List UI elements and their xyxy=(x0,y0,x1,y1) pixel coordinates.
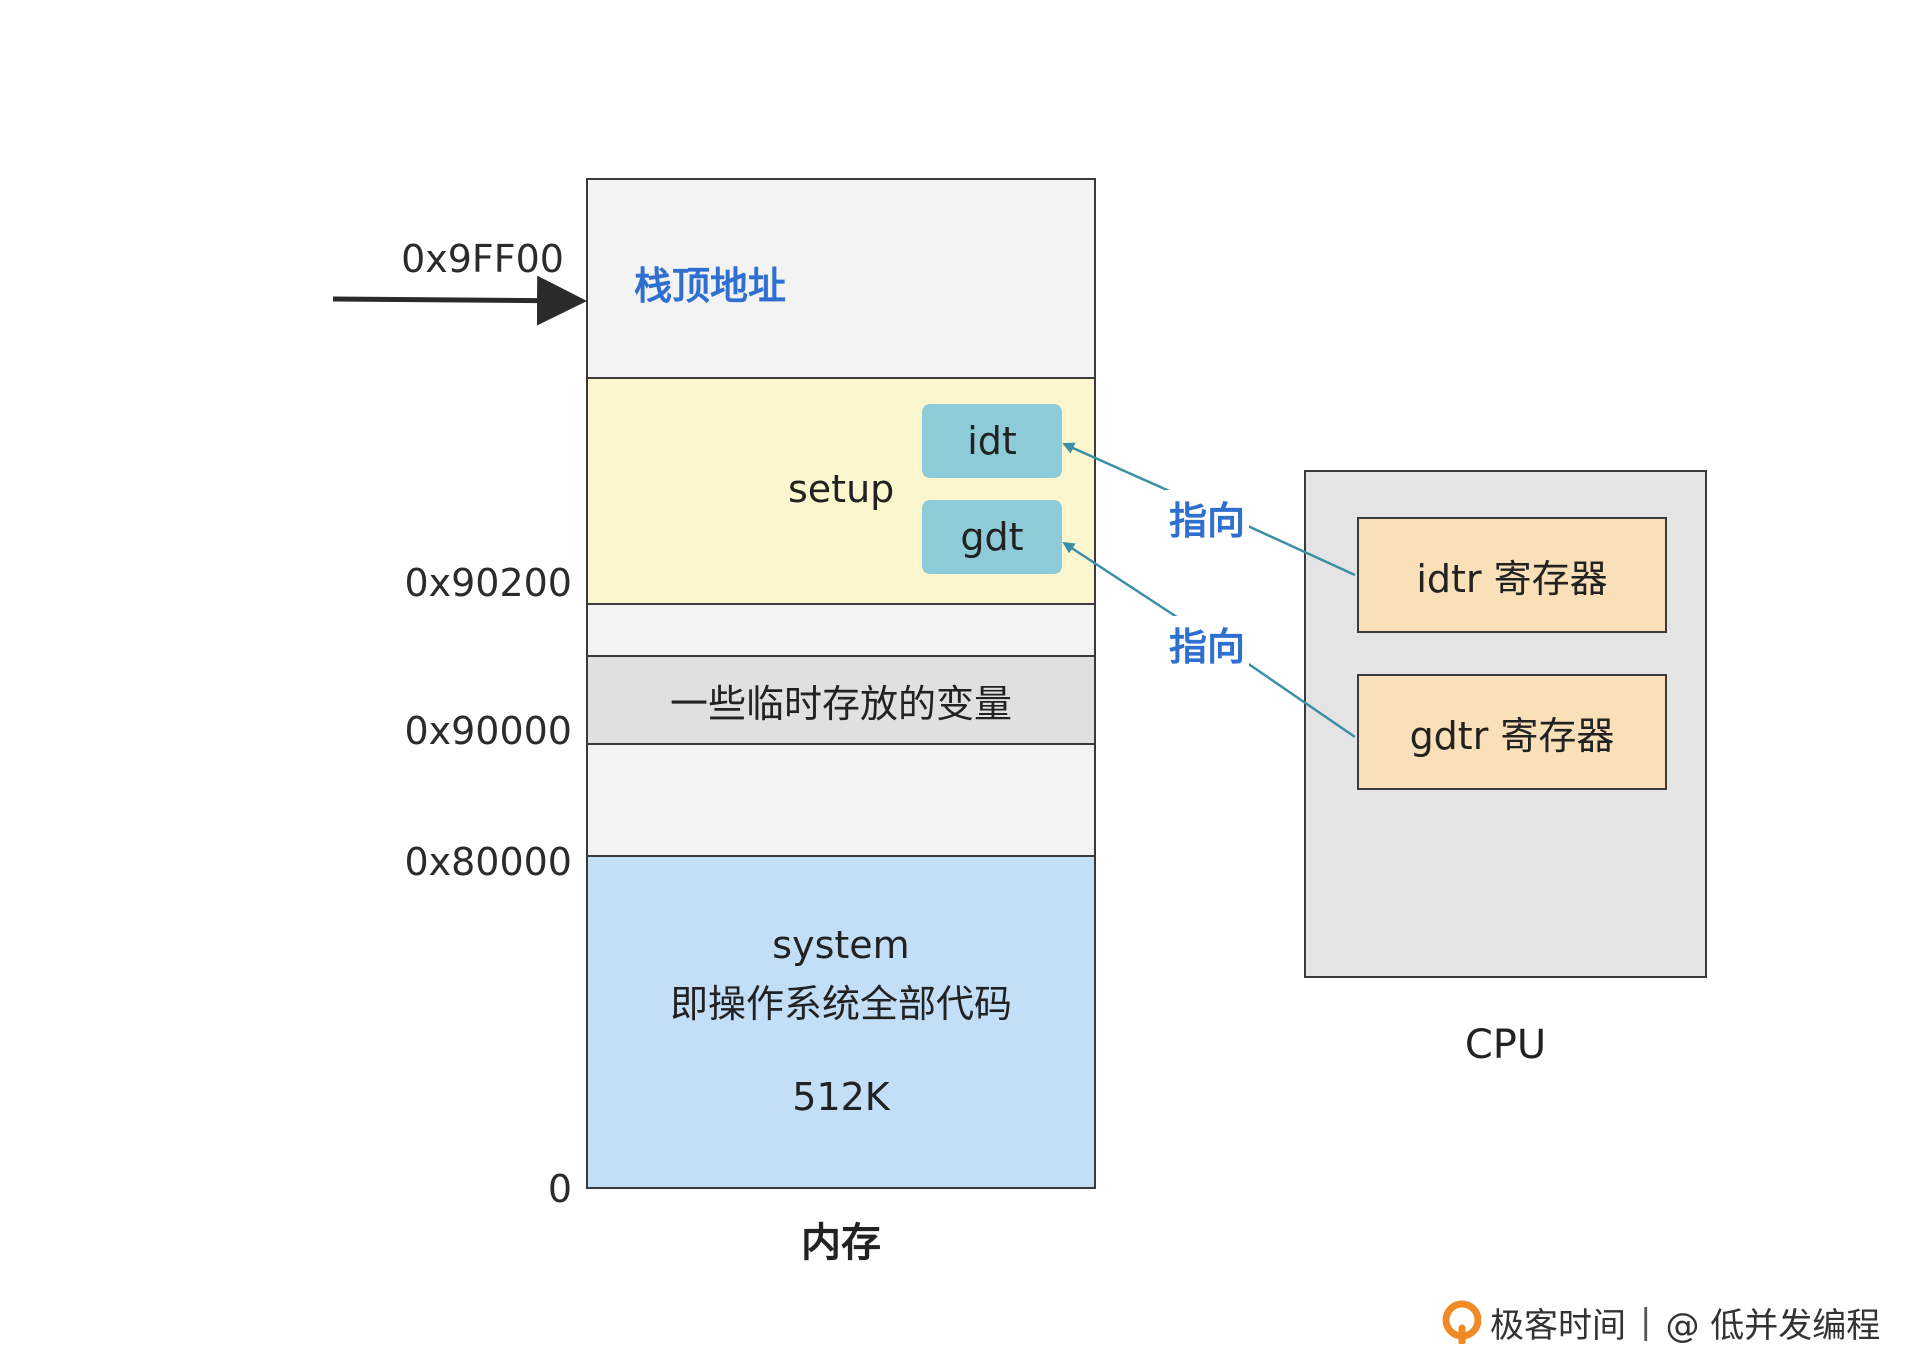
address-0x90000: 0x90000 xyxy=(404,709,572,753)
gdt-label: gdt xyxy=(960,515,1024,559)
idtr-register-label: idtr 寄存器 xyxy=(1416,556,1608,601)
idtr-register: idtr 寄存器 xyxy=(1357,517,1667,633)
address-0x90200: 0x90200 xyxy=(404,561,572,605)
system-description: 即操作系统全部代码 xyxy=(669,982,1012,1026)
idtr-pointer-label: 指向 xyxy=(1165,490,1250,545)
idt-label: idt xyxy=(967,419,1017,463)
watermark-author: @ 低并发编程 xyxy=(1665,1305,1881,1346)
geektime-logo-icon xyxy=(1442,1300,1482,1344)
system-region: system 即操作系统全部代码 512K xyxy=(586,855,1096,1189)
temp-vars-label: 一些临时存放的变量 xyxy=(669,681,1012,726)
stack-region: 栈顶地址 xyxy=(586,178,1096,379)
idt-box: idt xyxy=(922,404,1062,478)
watermark-brand: 极客时间 xyxy=(1490,1305,1626,1346)
gap-region-upper xyxy=(586,603,1096,657)
address-0: 0 xyxy=(547,1167,572,1211)
address-0x80000: 0x80000 xyxy=(404,840,572,884)
gdtr-pointer-label: 指向 xyxy=(1165,616,1250,671)
gap-region-lower xyxy=(586,743,1096,857)
gdt-box: gdt xyxy=(922,500,1062,574)
watermark-separator: | xyxy=(1640,1302,1652,1342)
gdtr-register-label: gdtr 寄存器 xyxy=(1409,713,1615,758)
watermark: 极客时间 | @ 低并发编程 xyxy=(1440,1300,1881,1346)
system-size: 512K xyxy=(792,1075,890,1119)
stack-top-arrow xyxy=(332,275,587,326)
cpu-title: CPU xyxy=(1464,1022,1547,1068)
setup-label: setup xyxy=(788,467,895,511)
address-0x9ff00: 0x9FF00 xyxy=(401,237,564,281)
memory-title: 内存 xyxy=(801,1220,881,1266)
system-label: system xyxy=(772,923,910,967)
temp-vars-region: 一些临时存放的变量 xyxy=(586,655,1096,745)
stack-top-label: 栈顶地址 xyxy=(634,264,787,308)
gdtr-register: gdtr 寄存器 xyxy=(1357,674,1667,790)
